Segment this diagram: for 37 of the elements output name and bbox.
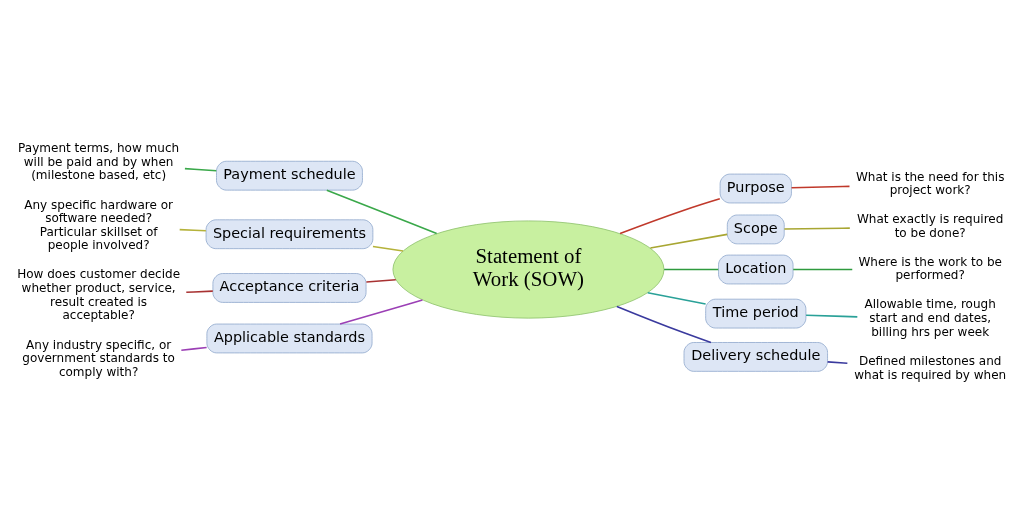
node-ellipse: Statement of Work (SOW) <box>392 220 665 319</box>
connector <box>365 278 397 283</box>
node-text: Where is the work to be performed? <box>858 254 1002 283</box>
connector <box>826 361 849 365</box>
node-text: Payment terms, how much will be paid and by when (milestone based, etc) <box>18 141 180 183</box>
node-box: Purpose <box>719 173 792 204</box>
node-box: Scope <box>726 214 785 245</box>
node-box: Special requirements <box>205 219 374 250</box>
connector <box>649 233 728 249</box>
node-box: Payment schedule <box>216 160 363 191</box>
node-text: Any specific hardware or software needed? Particular skillset of people involved? <box>24 197 173 253</box>
connector <box>372 245 404 252</box>
node-text: How does customer decide whether product, service, result created is acceptable? <box>17 267 181 323</box>
connector <box>339 299 424 325</box>
connector <box>646 291 707 305</box>
node-text: Defined milestones and what is required by when <box>854 353 1007 382</box>
connector <box>783 227 851 230</box>
node-text: Allowable time, rough start and end dates, billing hrs per week <box>864 297 996 339</box>
node-text: Any industry specific, or government standards to comply with? <box>22 337 175 379</box>
connector <box>326 189 438 235</box>
connector <box>805 314 859 318</box>
node-box: Applicable standards <box>206 323 373 354</box>
node-text: What is the need for this project work? <box>855 169 1005 198</box>
connector <box>619 197 721 235</box>
node-box: Delivery schedule <box>683 342 828 372</box>
node-box: Time period <box>705 298 807 329</box>
connector <box>790 185 851 189</box>
connector <box>180 346 208 352</box>
connector <box>178 228 207 232</box>
node-text: What exactly is required to be done? <box>856 212 1004 240</box>
connector <box>616 305 712 344</box>
connector <box>184 167 218 172</box>
connector <box>792 268 854 271</box>
connector <box>185 290 214 294</box>
node-box: Acceptance criteria <box>212 273 367 303</box>
connector <box>663 268 720 271</box>
node-box: Location <box>718 254 794 285</box>
